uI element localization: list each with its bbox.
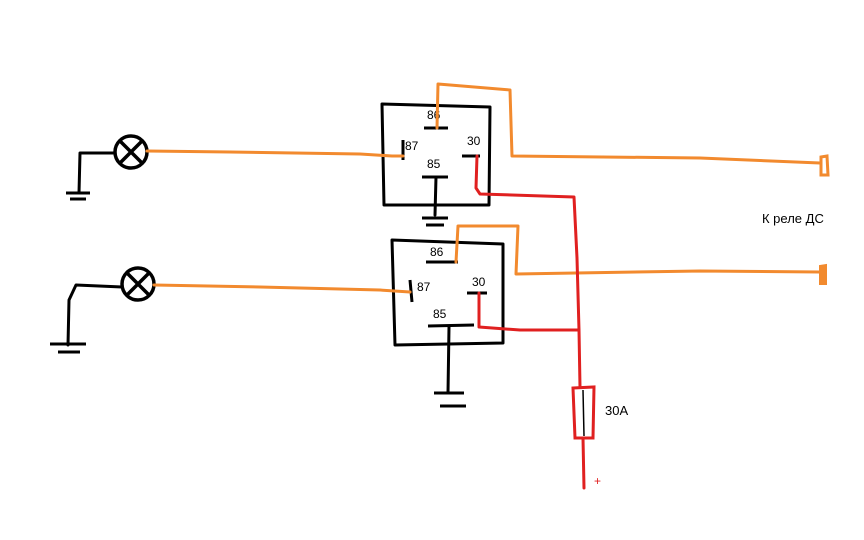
battery-positive-wire [581,436,586,490]
fuse-label: 30А [605,403,628,418]
connector-icon [819,263,827,285]
relay-2-pin85-label: 85 [433,307,447,321]
lamp-icon [120,266,156,302]
relay-1-pin87-label: 87 [405,139,419,153]
ground-icon [434,391,466,408]
ground-icon [50,342,86,354]
ground-icon [66,191,90,201]
lamp-2-ground-wire [66,283,124,347]
relay-2: 86 87 85 30 [390,238,505,408]
relay-2-pin30-label: 30 [472,275,486,289]
relay-2-ground-wire [446,325,451,395]
relay-1-pin30-power-wire [474,154,582,389]
relay-1-ground-wire [433,175,438,217]
lamp-2 [50,266,156,354]
relay-2-pin30-power-wire [477,291,581,332]
relay-1-pin86-signal-wire [435,82,822,165]
lamp-1-to-relay-1-pin87-wire [145,149,405,158]
plus-label: + [594,474,601,488]
relay-ds-note: К реле ДС [762,211,824,226]
lamp-icon [113,134,149,170]
lamp-2-to-relay-2-pin87-wire [152,283,412,294]
ground-icon [422,216,448,227]
lamp-1 [66,134,149,201]
relay-2-pin86-label: 86 [430,245,444,259]
fuse-icon [571,385,596,440]
relay-1-body [380,102,492,207]
relay-1-pin30-label: 30 [467,134,481,148]
relay-2-pin87-label: 87 [417,280,431,294]
relay-2-pin86-signal-wire [454,224,822,276]
relay-2-pin85-contact [427,323,475,328]
connector-icon [819,154,830,177]
lamp-1-ground-wire [77,151,117,195]
relay-1-pin85-label: 85 [427,157,441,171]
relay-2-body [390,238,505,347]
